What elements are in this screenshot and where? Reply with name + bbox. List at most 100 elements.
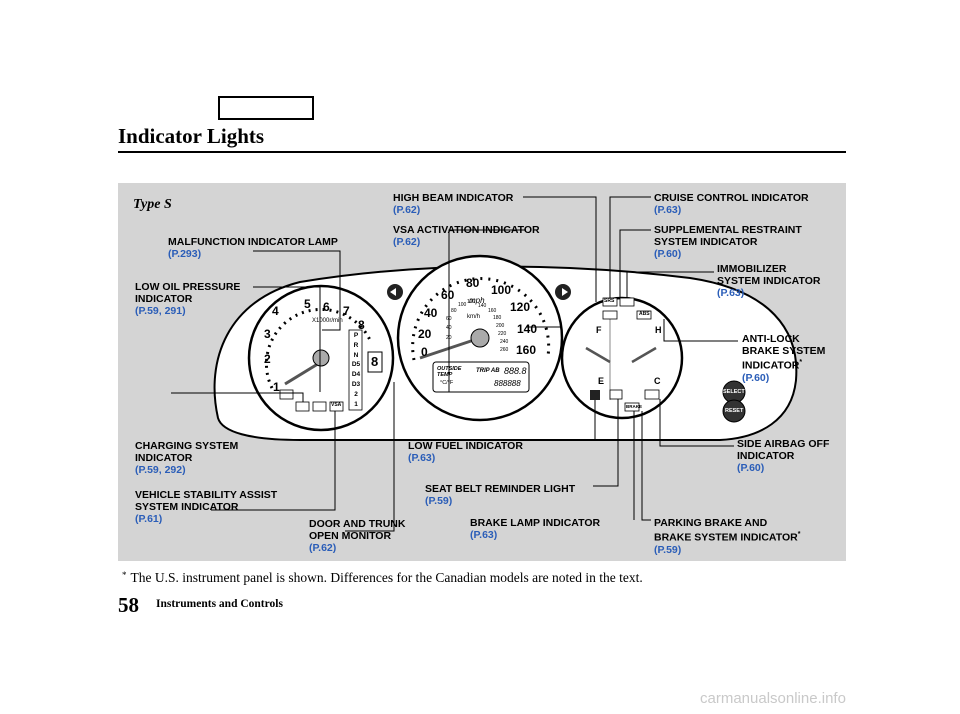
page-number: 58 [118,593,139,617]
footnote: *The U.S. instrument panel is shown. Dif… [122,570,643,586]
kmh-20: 20 [446,335,452,341]
low-oil-lamp [312,401,327,412]
kmh-100: 100 [458,302,467,308]
label-vsa-system: VEHICLE STABILITY ASSIST SYSTEM INDICATO… [135,489,278,525]
brake-lamp-lamp [624,402,640,412]
brake-badge: BRAKE [626,404,643,409]
mph-unit: mph [469,296,485,305]
label-seat-belt: SEAT BELT REMINDER LIGHT (P.59) [425,483,576,507]
seat-belt-lamp [609,389,623,400]
tach-ticks [264,307,372,389]
mph-80: 80 [466,276,480,290]
tach-number-8: 8 [358,318,365,332]
kmh-220: 220 [498,331,507,337]
reset-button-label[interactable]: RESET [725,408,744,414]
kmh-60: 60 [446,316,452,322]
tach-number-3: 3 [264,327,271,341]
kmh-200: 200 [496,323,505,329]
temp-needle [631,346,657,364]
kmh-260: 260 [500,347,509,353]
tach-number-7: 7 [343,304,350,318]
label-charging: CHARGING SYSTEM INDICATOR (P.59, 292) [135,440,239,476]
odometer-display [432,361,530,393]
label-door-trunk: DOOR AND TRUNK OPEN MONITOR (P.62) [309,518,406,554]
mph-140: 140 [517,322,538,336]
header-tab-box [218,96,314,120]
mph-160: 160 [516,343,537,357]
trip-label: TRIP AB [476,368,500,374]
label-high-beam: HIGH BEAM INDICATOR (P.62) [393,192,514,216]
kmh-120: 120 [467,299,476,305]
title-rule [118,151,846,153]
label-parking-brake: PARKING BRAKE AND BRAKE SYSTEM INDICATOR… [654,517,801,556]
mph-60: 60 [441,288,455,302]
fuel-needle [585,346,611,364]
kmh-240: 240 [500,339,509,345]
label-srs: SUPPLEMENTAL RESTRAINT SYSTEM INDICATOR … [654,224,802,260]
tach-number-5: 5 [304,297,311,311]
outside-temp-unit: °C/°F [440,380,454,386]
fuel-e: E [598,376,605,386]
fuel-f: F [596,325,602,335]
malfunction-lamp [279,389,294,400]
reset-button[interactable] [722,399,746,423]
gear-positions: P R N D5 D4 D3 2 1 [351,332,361,408]
label-immobilizer: IMMOBILIZER SYSTEM INDICATOR (P.63) [717,263,821,299]
mph-100: 100 [491,283,512,297]
leader-lines [171,196,738,532]
tach-unit: X1000r/min [312,318,343,324]
mph-40: 40 [424,306,438,320]
immobilizer-lamp [619,297,635,307]
kmh-80: 80 [451,308,457,314]
tach-needle [284,360,322,386]
srs-badge: SRS [604,298,615,304]
mph-20: 20 [418,327,432,341]
tach-number-4: 4 [272,304,279,318]
trip-digits: 888.8 [504,366,527,376]
tach-number-6: 6 [323,300,330,314]
vsa-lamp [329,401,344,412]
label-malfunction: MALFUNCTION INDICATOR LAMP (P.293) [168,236,338,260]
mph-0: 0 [421,345,428,359]
label-cruise: CRUISE CONTROL INDICATOR (P.63) [654,192,809,216]
label-vsa-activation: VSA ACTIVATION INDICATOR (P.62) [393,224,540,248]
label-low-oil: LOW OIL PRESSURE INDICATOR (P.59, 291) [135,281,241,317]
page-title: Indicator Lights [118,124,265,148]
odometer-digits: 888888 [494,379,521,388]
kmh-180: 180 [493,315,502,321]
mph-120: 120 [510,300,531,314]
temp-h: H [655,325,662,335]
fuel-temp-dial [560,296,684,420]
parking-brake-lamp [644,389,660,400]
charging-lamp [295,401,310,412]
footnote-mark: * [122,570,127,580]
gear-digit-box [367,351,383,373]
tach-number-1: 1 [273,380,280,394]
type-label: Type S [133,197,172,212]
speed-needle [419,336,481,360]
tach-number-2: 2 [264,352,271,366]
temp-c: C [654,376,661,386]
abs-lamp [636,310,652,320]
gear-digit: 8 [371,354,379,369]
kmh-140: 140 [478,303,487,309]
select-button-label[interactable]: SELECT [723,389,745,395]
kmh-160: 160 [488,308,497,314]
label-low-fuel: LOW FUEL INDICATOR (P.63) [408,440,523,464]
low-fuel-lamp [590,390,600,400]
kmh-40: 40 [446,325,452,331]
footnote-text: The U.S. instrument panel is shown. Diff… [130,570,643,585]
label-side-airbag: SIDE AIRBAG OFF INDICATOR (P.60) [737,438,830,474]
gear-position-strip [348,329,363,411]
label-brake-lamp: BRAKE LAMP INDICATOR (P.63) [470,517,601,541]
abs-badge: ABS [639,311,650,317]
speed-ticks [411,277,551,361]
cruise-lamp [602,310,618,320]
kmh-unit: km/h [467,314,481,320]
outside-temp-label: OUTSIDE TEMP [437,366,462,378]
watermark: carmanualsonline.info [700,690,846,707]
label-abs: ANTI-LOCK BRAKE SYSTEM INDICATOR* (P.60) [742,333,826,384]
section-name: Instruments and Controls [156,598,283,610]
vsa-badge: VSA [331,402,342,408]
